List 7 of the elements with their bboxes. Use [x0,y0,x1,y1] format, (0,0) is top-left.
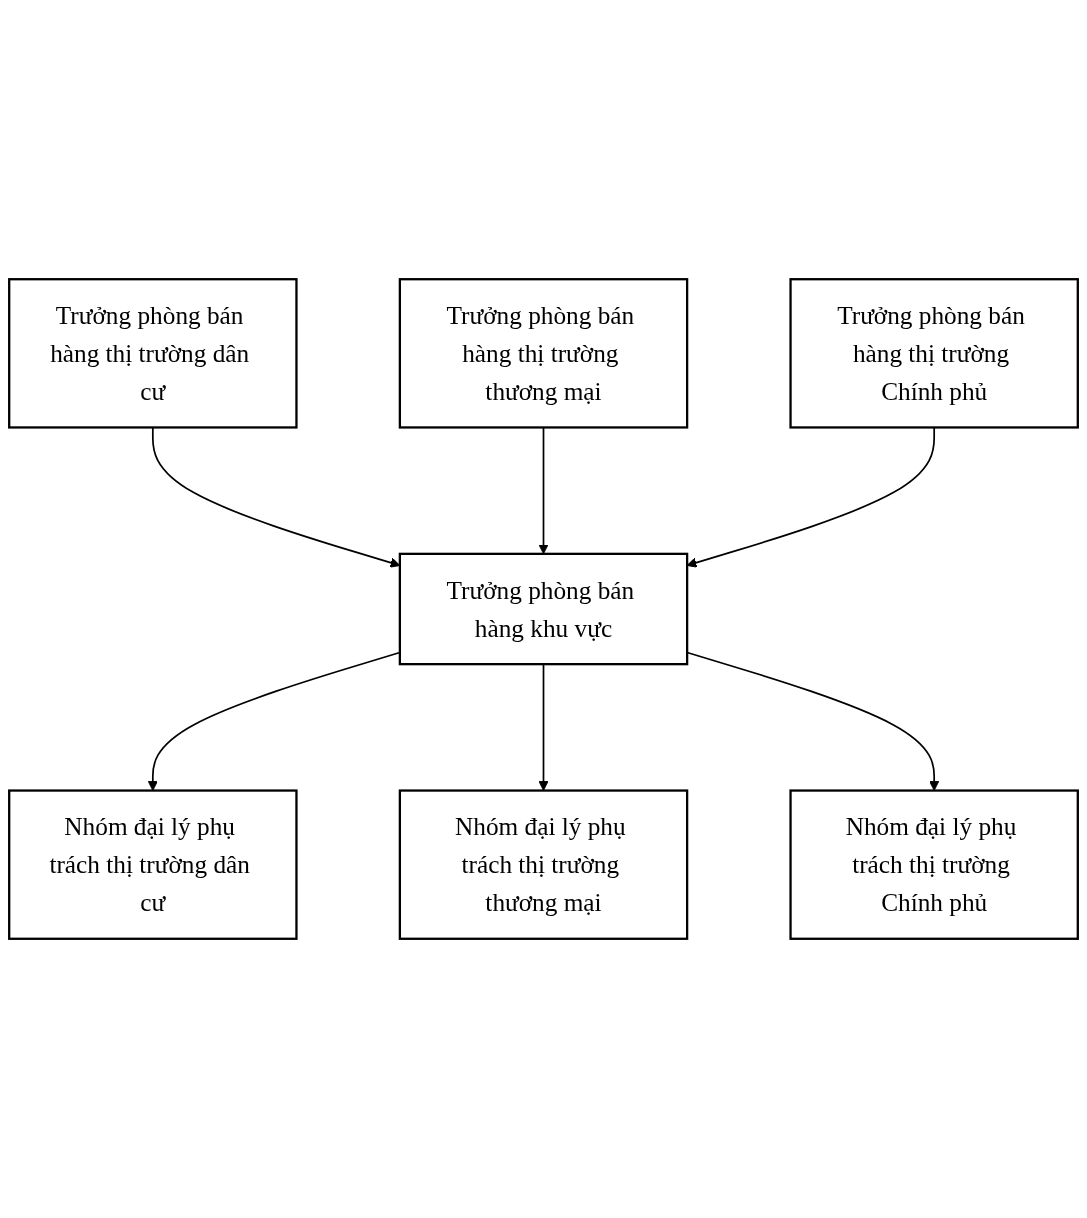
node-box: Trưởng phòng bán hàng thị trường Chính phủ [789,278,1079,429]
node-box: Nhóm đại lý phụ trách thị trường dân cư [8,789,298,940]
node-box: Trưởng phòng bán hàng khu vực [398,552,689,666]
node-box: Nhóm đại lý phụ trách thị trường Chính phủ [789,789,1079,940]
node-box: Nhóm đại lý phụ trách thị trường thương mại [398,789,689,940]
node-box: Trưởng phòng bán hàng thị trường dân cư [8,278,298,429]
node-box: Trưởng phòng bán hàng thị trường thương mại [398,278,689,429]
